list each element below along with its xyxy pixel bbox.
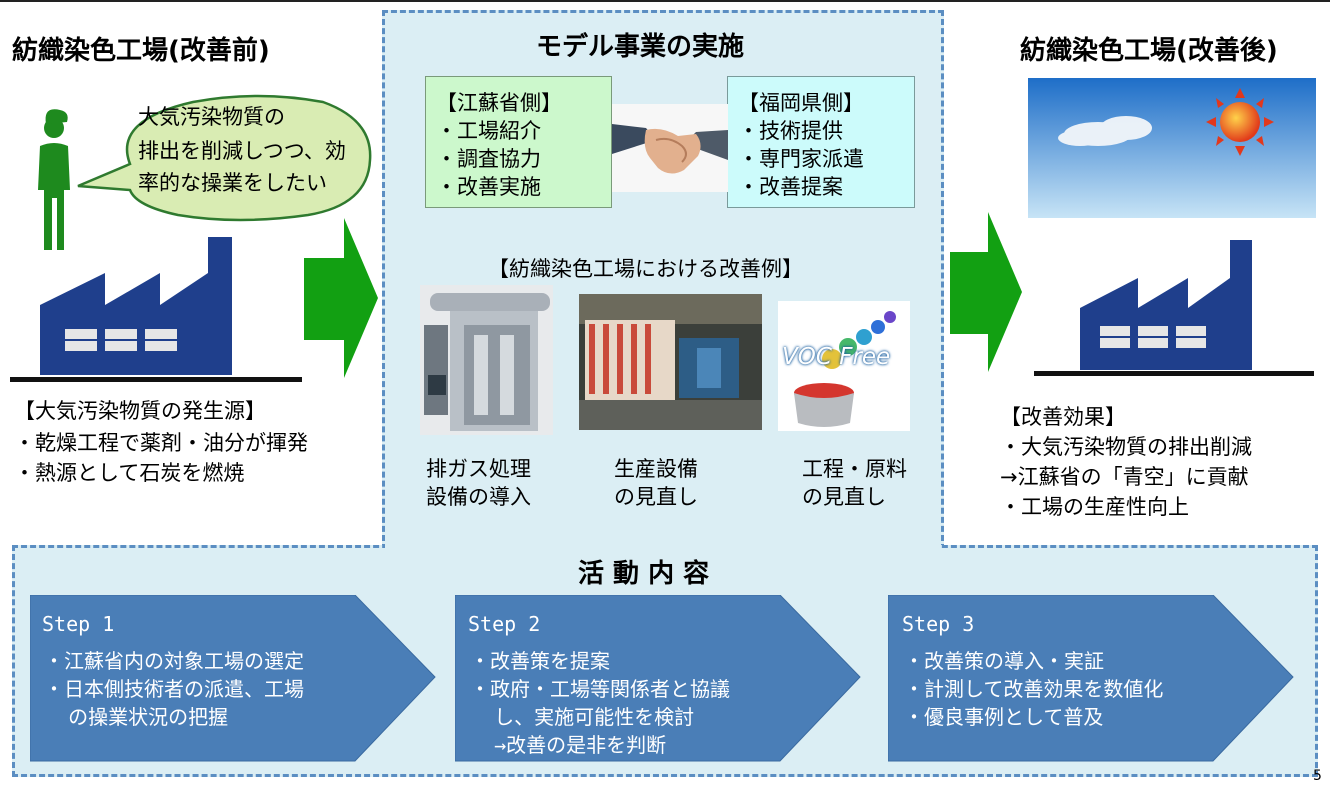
pollution-source-item: ・乾燥工程で薬剤・油分が揮発 — [14, 431, 308, 455]
jiangsu-title: 【江蘇省側】 — [436, 91, 562, 115]
voc-free-label: VOC Free — [782, 344, 891, 370]
activities-title: 活 動 内 容 — [578, 559, 710, 589]
panel-join — [385, 540, 941, 554]
top-rule — [0, 0, 1330, 2]
step-3-line: ・優良事例として普及 — [904, 705, 1104, 729]
examples-title: 【紡織染色工場における改善例】 — [488, 257, 803, 281]
step-1-title: Step 1 — [42, 612, 115, 636]
blue-sky-image — [1028, 78, 1316, 218]
jiangsu-item: ・改善実施 — [436, 175, 541, 199]
step-1-line: の操業状況の把握 — [44, 705, 229, 729]
worker-speech-illustration — [38, 94, 372, 250]
speech-bubble — [77, 94, 372, 222]
handshake-icon — [612, 104, 728, 192]
fukuoka-side-box: 【福岡県側】 ・技術提供 ・専門家派遣 ・改善提案 — [727, 76, 915, 208]
model-project-title: モデル事業の実施 — [536, 32, 745, 62]
example-caption: 生産設備 — [614, 457, 698, 481]
fukuoka-item: ・技術提供 — [738, 119, 843, 143]
after-title: 紡織染色工場(改善後) — [1020, 36, 1278, 66]
fukuoka-item: ・専門家派遣 — [738, 147, 864, 171]
step-2-title: Step 2 — [468, 612, 541, 636]
effects-item: →江蘇省の「青空」に貢献 — [1000, 465, 1249, 489]
example-caption: の見直し — [614, 485, 698, 509]
step-1-line: ・日本側技術者の派遣、工場 — [44, 677, 304, 701]
production-equipment-photo — [579, 294, 762, 430]
step-3-title: Step 3 — [902, 612, 975, 636]
step-2-line: ・政府・工場等関係者と協議 — [470, 677, 730, 701]
arrow-right-icon — [304, 218, 378, 378]
fukuoka-item: ・改善提案 — [738, 175, 843, 199]
step-2-chevron — [455, 595, 861, 762]
example-caption: 工程・原料 — [802, 457, 907, 481]
speech-line-3: 率的な操業をしたい — [138, 171, 327, 195]
speech-line-2: 排出を削減しつつ、効 — [138, 139, 346, 163]
step-2-line: し、実施可能性を検討 — [470, 705, 695, 729]
voc-free-paint-photo — [778, 301, 910, 431]
example-caption: の見直し — [802, 485, 886, 509]
speech-line-1: 大気汚染物質の — [138, 105, 285, 129]
cloud-icon — [1058, 116, 1152, 146]
example-caption: 設備の導入 — [426, 485, 531, 509]
effects-title: 【改善効果】 — [1000, 405, 1126, 429]
pollution-source-title: 【大気汚染物質の発生源】 — [14, 399, 266, 423]
page-number: 5 — [1313, 768, 1322, 784]
before-title: 紡織染色工場(改善前) — [12, 36, 270, 66]
factory-before-icon — [10, 237, 302, 382]
step-3-chevron — [888, 595, 1294, 762]
jiangsu-item: ・調査協力 — [436, 147, 541, 171]
step-3-line: ・計測して改善効果を数値化 — [904, 677, 1164, 701]
step-3-line: ・改善策の導入・実証 — [904, 649, 1104, 673]
step-1-line: ・江蘇省内の対象工場の選定 — [44, 649, 304, 673]
sun-icon — [1206, 88, 1274, 156]
step-1-chevron — [30, 595, 436, 762]
exhaust-equipment-photo — [420, 285, 553, 435]
factory-after-icon — [1034, 240, 1314, 376]
step-2-line: ・改善策を提案 — [470, 649, 610, 673]
pollution-source-item: ・熱源として石炭を燃焼 — [14, 461, 245, 485]
arrow-right-icon — [950, 212, 1022, 372]
example-caption: 排ガス処理 — [426, 457, 531, 481]
effects-item: ・大気汚染物質の排出削減 — [1000, 435, 1252, 459]
step-2-line: →改善の是非を判断 — [470, 733, 667, 757]
jiangsu-item: ・工場紹介 — [436, 119, 541, 143]
effects-item: ・工場の生産性向上 — [1000, 495, 1189, 519]
fukuoka-title: 【福岡県側】 — [738, 91, 864, 115]
jiangsu-side-box: 【江蘇省側】 ・工場紹介 ・調査協力 ・改善実施 — [425, 76, 612, 208]
worker-icon — [38, 109, 70, 250]
